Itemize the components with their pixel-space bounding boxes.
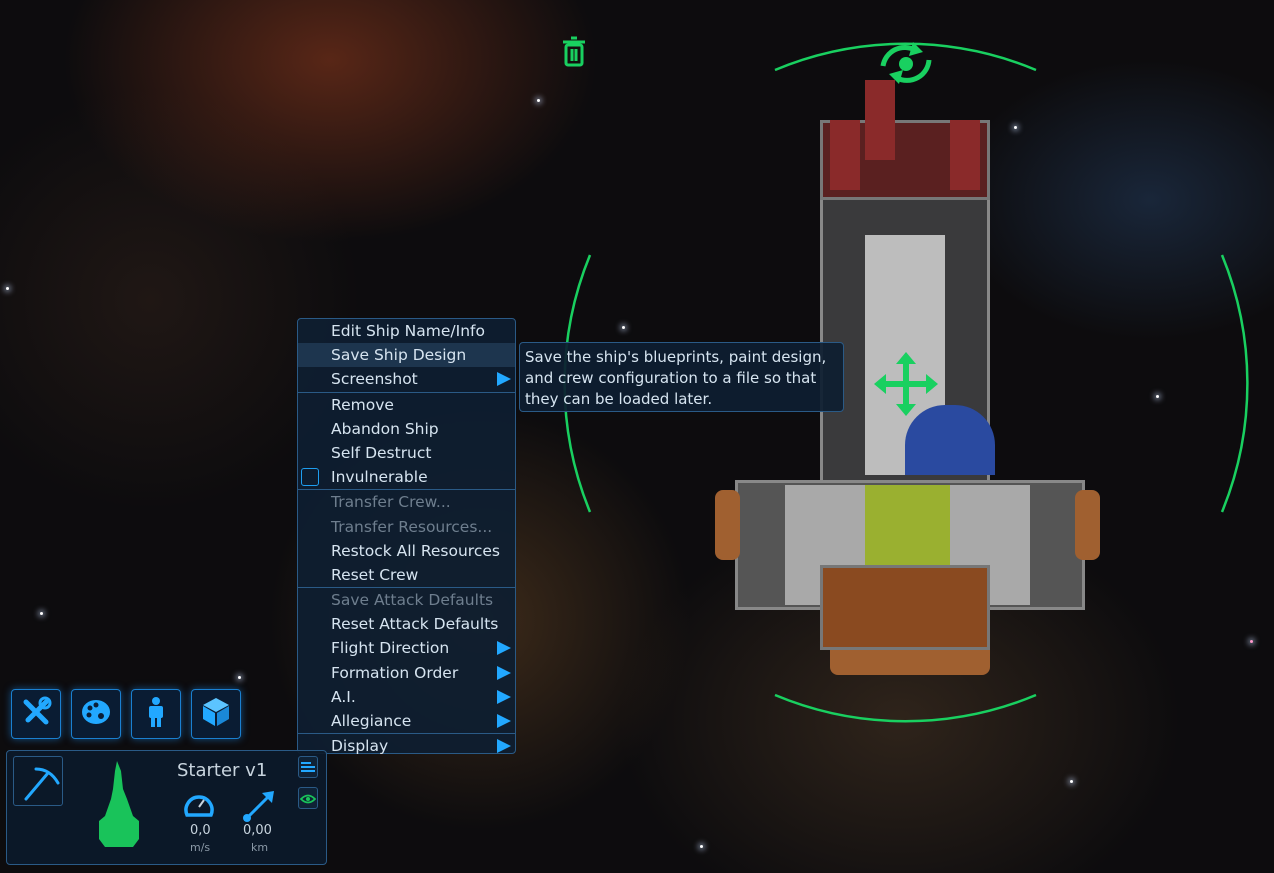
menu-separator bbox=[298, 587, 515, 589]
menu-item-label: Reset Attack Defaults bbox=[331, 615, 499, 634]
menu-item-label: Display bbox=[331, 737, 389, 756]
menu-item-label: Self Destruct bbox=[331, 443, 432, 462]
submenu-arrow-icon bbox=[497, 665, 511, 680]
menu-item-label: Formation Order bbox=[331, 663, 459, 682]
menu-item-screenshot[interactable]: Screenshot bbox=[298, 367, 515, 391]
ship-name: Starter v1 bbox=[177, 760, 268, 781]
submenu-arrow-icon bbox=[497, 372, 511, 387]
menu-item-label: Reset Crew bbox=[331, 565, 419, 584]
visibility-button[interactable] bbox=[298, 787, 318, 809]
menu-item-label: Screenshot bbox=[331, 370, 418, 389]
menu-item-self-destruct[interactable]: Self Destruct bbox=[298, 441, 515, 465]
speed-value: 0,0 bbox=[190, 823, 211, 838]
tooltip-text: Save the ship's blueprints, paint design… bbox=[525, 348, 827, 408]
menu-item-restock-all-resources[interactable]: Restock All Resources bbox=[298, 539, 515, 563]
submenu-arrow-icon bbox=[497, 641, 511, 656]
menu-item-transfer-resources: Transfer Resources... bbox=[298, 515, 515, 539]
menu-item-abandon-ship[interactable]: Abandon Ship bbox=[298, 417, 515, 441]
menu-item-label: Abandon Ship bbox=[331, 419, 439, 438]
ship[interactable] bbox=[715, 80, 1100, 690]
parts-button[interactable] bbox=[191, 689, 241, 739]
crew-icon bbox=[146, 696, 166, 732]
crew-button[interactable] bbox=[131, 689, 181, 739]
tools-icon bbox=[20, 696, 52, 732]
menu-item-edit-ship-name-info[interactable]: Edit Ship Name/Info bbox=[298, 319, 515, 343]
submenu-arrow-icon bbox=[497, 689, 511, 704]
menu-item-save-ship-design[interactable]: Save Ship Design bbox=[298, 343, 515, 368]
pickaxe-icon bbox=[14, 767, 64, 811]
speedometer-icon bbox=[183, 789, 215, 823]
menu-item-label: A.I. bbox=[331, 687, 356, 706]
rotate-icon[interactable] bbox=[875, 40, 937, 90]
distance-icon bbox=[242, 789, 276, 827]
menu-item-formation-order[interactable]: Formation Order bbox=[298, 661, 515, 685]
menu-item-transfer-crew: Transfer Crew... bbox=[298, 490, 515, 514]
speed-unit: m/s bbox=[190, 841, 211, 854]
invulnerable-checkbox[interactable] bbox=[301, 468, 319, 487]
menu-item-label: Edit Ship Name/Info bbox=[331, 322, 485, 340]
menu-item-flight-direction[interactable]: Flight Direction bbox=[298, 636, 515, 660]
menu-item-label: Invulnerable bbox=[331, 468, 428, 487]
palette-icon bbox=[80, 696, 112, 732]
menu-item-label: Allegiance bbox=[331, 712, 412, 730]
menu-item-save-attack-defaults: Save Attack Defaults bbox=[298, 588, 515, 612]
menu-item-label: Restock All Resources bbox=[331, 541, 500, 560]
build-tools-button[interactable] bbox=[11, 689, 61, 739]
menu-item-invulnerable[interactable]: Invulnerable bbox=[298, 465, 515, 489]
paint-button[interactable] bbox=[71, 689, 121, 739]
menu-item-display[interactable]: Display bbox=[298, 734, 515, 758]
menu-separator bbox=[298, 489, 515, 491]
menu-item-reset-attack-defaults[interactable]: Reset Attack Defaults bbox=[298, 612, 515, 636]
distance-value: 0,00 bbox=[243, 823, 272, 838]
menu-item-label: Transfer Resources... bbox=[331, 517, 493, 536]
mining-button[interactable] bbox=[13, 756, 63, 806]
trash-icon[interactable] bbox=[562, 36, 586, 68]
menu-item-label: Remove bbox=[331, 395, 394, 414]
list-menu-icon bbox=[301, 758, 315, 777]
eye-icon bbox=[299, 789, 317, 808]
cube-icon bbox=[201, 696, 231, 732]
menu-toggle-button[interactable] bbox=[298, 756, 318, 778]
menu-item-remove[interactable]: Remove bbox=[298, 393, 515, 417]
submenu-arrow-icon bbox=[497, 714, 511, 728]
menu-item-label: Flight Direction bbox=[331, 639, 450, 658]
menu-item-label: Save Ship Design bbox=[331, 346, 467, 365]
menu-item-label: Transfer Crew... bbox=[331, 493, 451, 512]
menu-item-allegiance[interactable]: Allegiance bbox=[298, 709, 515, 733]
move-icon[interactable] bbox=[874, 352, 938, 420]
menu-separator bbox=[298, 733, 515, 735]
menu-item-label: Save Attack Defaults bbox=[331, 591, 494, 610]
ship-info-panel: Starter v1 0,0 m/s 0,00 km bbox=[6, 750, 327, 865]
menu-item-a-i[interactable]: A.I. bbox=[298, 685, 515, 709]
menu-separator bbox=[298, 391, 515, 393]
tooltip: Save the ship's blueprints, paint design… bbox=[519, 342, 844, 412]
submenu-arrow-icon bbox=[497, 739, 511, 754]
distance-unit: km bbox=[251, 841, 269, 854]
ship-silhouette bbox=[93, 761, 143, 855]
menu-item-reset-crew[interactable]: Reset Crew bbox=[298, 563, 515, 587]
